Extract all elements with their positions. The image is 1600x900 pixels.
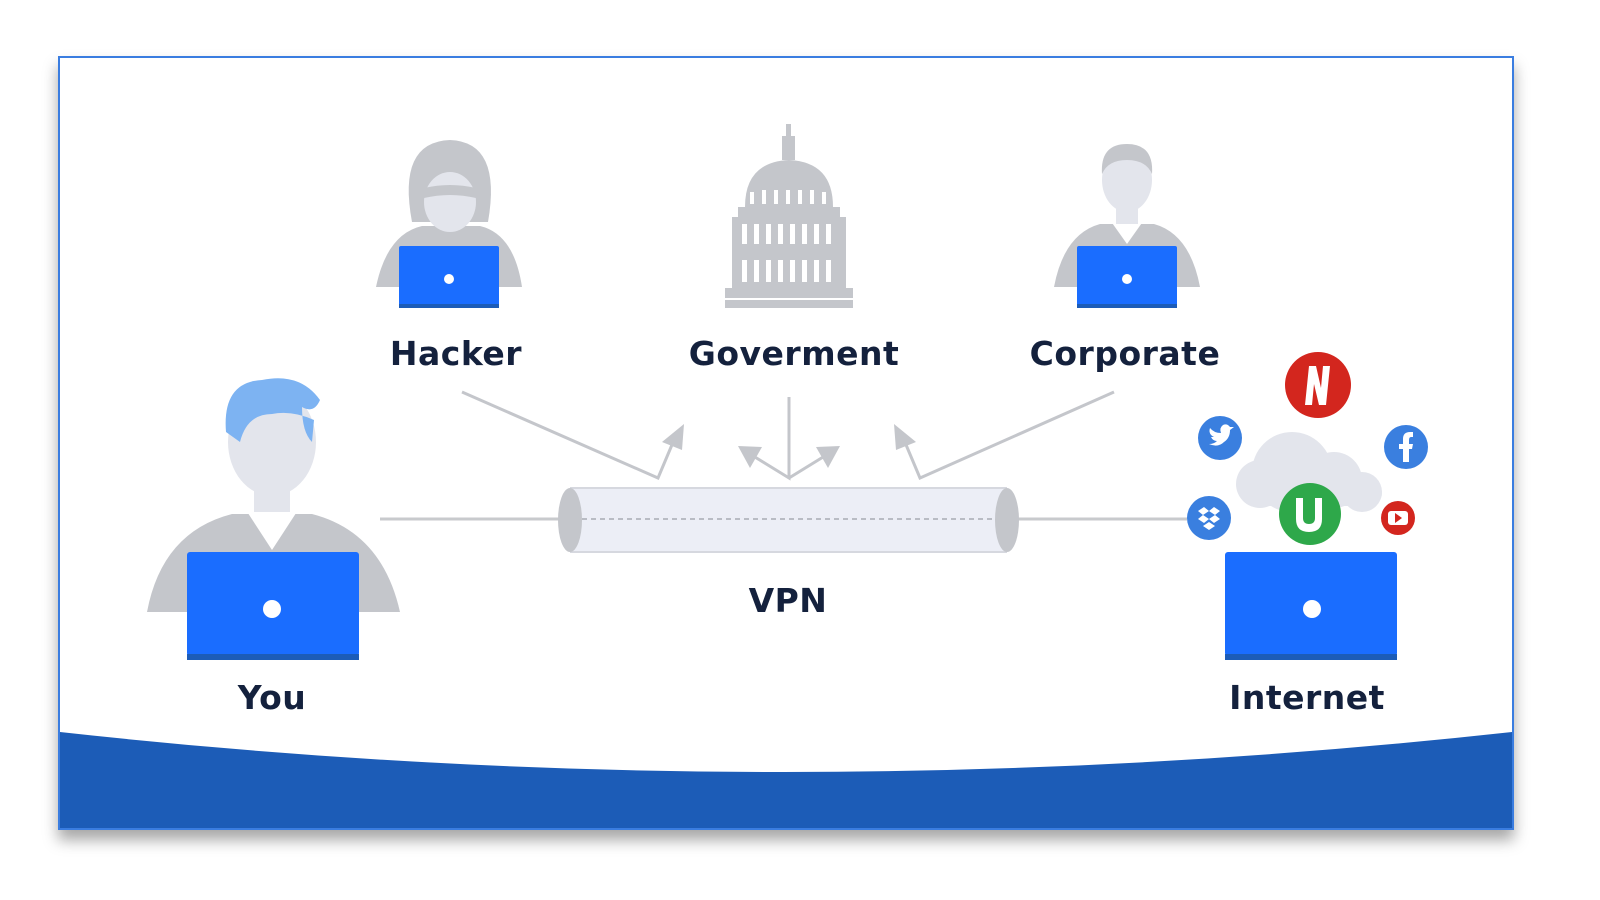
government-label: Goverment [688,334,900,373]
vpn-diagram [60,124,1512,828]
vpn-tunnel [558,487,1019,553]
capitol-details [725,190,853,300]
internet-label: Internet [1229,678,1385,717]
bottom-wave [60,732,1512,828]
blocked-arrows [461,390,1115,481]
corporate-arrow [902,390,1115,480]
you-label: You [237,678,307,717]
diagram-frame: Hacker Goverment Corporate You VPN Inter… [58,56,1514,830]
youtube-icon [1381,501,1415,535]
internet-laptop [1225,552,1397,660]
corporate-laptop [1077,246,1177,308]
you-laptop [187,552,359,660]
facebook-icon [1384,425,1428,469]
netflix-icon [1285,352,1351,418]
utorrent-icon [1279,483,1341,545]
vpn-label: VPN [748,581,828,620]
hacker-arrow [461,390,676,480]
hacker-label: Hacker [389,334,523,373]
twitter-icon [1198,416,1242,460]
corporate-label: Corporate [1029,334,1221,373]
gov-arrow [749,397,791,481]
dropbox-icon [1187,496,1231,540]
hacker-laptop [399,246,499,308]
